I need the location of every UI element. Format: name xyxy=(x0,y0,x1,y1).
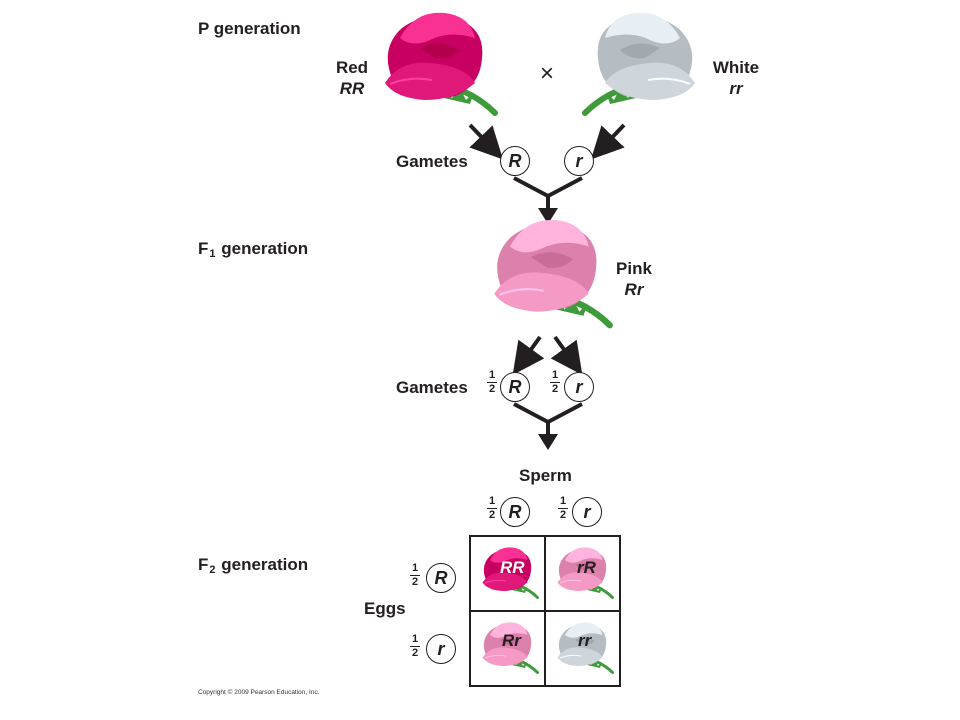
f1-generation-label: F1 generation xyxy=(198,240,308,260)
f1-name: Pink xyxy=(616,259,652,278)
f1-subscript: 1 xyxy=(209,248,216,260)
red-rose-flower xyxy=(385,12,498,116)
white-parent-name: White xyxy=(712,58,760,77)
egg-r: r xyxy=(426,634,456,664)
sperm-label: Sperm xyxy=(519,466,572,485)
p-generation-label: P generation xyxy=(198,19,301,38)
arrow-red-to-gamete xyxy=(468,123,504,160)
arrowhead-f2 xyxy=(538,434,558,450)
gametes-label-f1: Gametes xyxy=(396,378,468,397)
punnett-flower-rr xyxy=(557,622,614,674)
gamete-R-f1: R xyxy=(500,372,530,402)
gamete-r-f1: r xyxy=(564,372,594,402)
arrow-gametes-to-f2 xyxy=(513,402,583,436)
egg-R: R xyxy=(426,563,456,593)
punnett-cell-rR: rR xyxy=(577,558,596,577)
white-rose-flower xyxy=(582,12,695,116)
sperm-r: r xyxy=(572,497,602,527)
f2-prefix: F xyxy=(198,555,209,574)
punnett-flower-RR xyxy=(482,547,539,599)
cross-symbol: × xyxy=(540,60,555,87)
punnett-cell-Rr: Rr xyxy=(502,631,521,650)
f1-genotype: Rr xyxy=(624,280,644,299)
arrow-white-to-gamete xyxy=(590,123,626,160)
f2-suffix: generation xyxy=(221,555,309,574)
punnett-cell-rr: rr xyxy=(578,631,592,650)
arrow-f1-to-r xyxy=(550,335,583,375)
arrowhead-f1 xyxy=(538,208,558,224)
white-parent-genotype: rr xyxy=(729,79,743,98)
red-parent-genotype: RR xyxy=(339,79,365,98)
red-parent-name: Red xyxy=(335,58,369,77)
arrow-gametes-to-f1 xyxy=(513,176,583,210)
flowers-layer xyxy=(385,12,695,674)
arrow-f1-to-R xyxy=(512,335,545,375)
punnett-cell-RR: RR xyxy=(500,558,525,577)
gamete-R-p: R xyxy=(500,146,530,176)
gametes-label-p: Gametes xyxy=(396,152,468,171)
eggs-label: Eggs xyxy=(364,599,406,618)
f1-suffix: generation xyxy=(221,239,309,258)
pink-rose-flower xyxy=(494,219,613,329)
punnett-flower-Rr xyxy=(482,622,539,674)
f2-subscript: 2 xyxy=(209,564,216,576)
punnett-flower-rR xyxy=(557,547,614,599)
f1-prefix: F xyxy=(198,239,209,258)
sperm-R: R xyxy=(500,497,530,527)
copyright-notice: Copyright © 2009 Pearson Education, Inc. xyxy=(198,689,320,696)
gamete-r-p: r xyxy=(564,146,594,176)
f2-generation-label: F2 generation xyxy=(198,556,308,576)
